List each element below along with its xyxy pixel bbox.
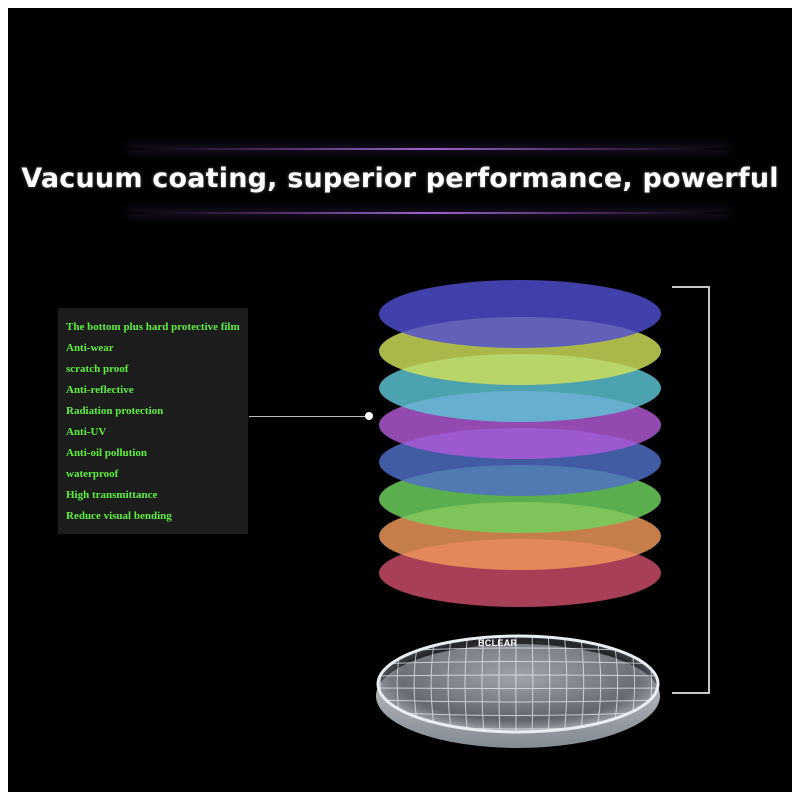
feature-item: scratch proof bbox=[66, 363, 129, 375]
lens-grid-line bbox=[378, 661, 658, 665]
lens-grid-line bbox=[378, 699, 658, 703]
feature-item: waterproof bbox=[66, 468, 119, 480]
features-panel: The bottom plus hard protective film Ant… bbox=[58, 308, 248, 534]
product-image-frame: Vacuum coating, superior performance, po… bbox=[8, 8, 792, 792]
lens-grid-line bbox=[547, 636, 551, 732]
lens-grid-line bbox=[498, 636, 501, 732]
coating-layers bbox=[379, 280, 661, 607]
lens-grid-line bbox=[531, 636, 534, 732]
lens-grid-line bbox=[579, 636, 585, 732]
lens-grid-line bbox=[378, 674, 658, 677]
feature-item: Anti-wear bbox=[66, 342, 114, 354]
lens-grid-line bbox=[563, 636, 568, 732]
headline-glow-top bbox=[128, 148, 728, 150]
feature-item: Reduce visual bending bbox=[66, 510, 172, 522]
lens-grid-line bbox=[378, 711, 658, 716]
headline: Vacuum coating, superior performance, po… bbox=[21, 163, 779, 194]
lens-grid-line bbox=[447, 636, 453, 732]
feature-item: Anti-UV bbox=[66, 426, 107, 438]
feature-item: High transmittance bbox=[66, 489, 158, 501]
lens-grid-line bbox=[464, 636, 469, 732]
feature-item: Radiation protection bbox=[66, 405, 164, 417]
feature-item: Anti-reflective bbox=[66, 384, 134, 396]
lens-icon bbox=[376, 634, 660, 748]
brand-label: BCLEAR bbox=[478, 638, 518, 648]
lens-grid-line bbox=[378, 687, 658, 689]
connector-dot-icon bbox=[365, 412, 373, 420]
lens-grid-line bbox=[481, 636, 485, 732]
layer-bracket bbox=[672, 286, 710, 694]
coating-layer bbox=[379, 280, 661, 348]
feature-item: The bottom plus hard protective film bbox=[66, 321, 240, 333]
connector-line bbox=[249, 416, 369, 417]
feature-item: Anti-oil pollution bbox=[66, 447, 147, 459]
headline-glow-bottom bbox=[128, 212, 728, 214]
